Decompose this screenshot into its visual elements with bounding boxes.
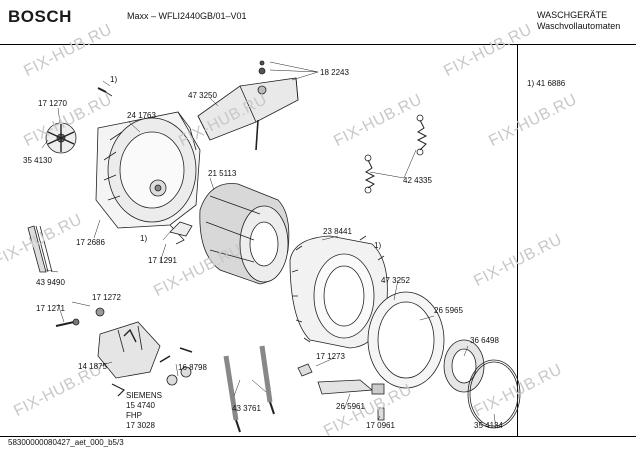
category-subheading: Waschvollautomaten xyxy=(537,21,621,31)
category-heading: WASCHGERÄTE xyxy=(537,10,608,20)
drive-belt xyxy=(27,225,53,273)
part-label: 17 0961 xyxy=(366,421,395,430)
part-label: 1) xyxy=(374,241,382,250)
part-label: 36 6498 xyxy=(470,336,499,345)
suspension-springs xyxy=(364,114,428,194)
part-label: 15 4740 xyxy=(126,401,155,410)
leader-lines xyxy=(41,61,497,429)
temperature-sensor xyxy=(377,407,385,421)
part-label: 17 2686 xyxy=(76,238,105,247)
part-label: 35 4130 xyxy=(23,156,52,165)
part-label: 18 2243 xyxy=(320,68,349,77)
part-label: 24 1763 xyxy=(127,111,156,120)
part-label: 23 8441 xyxy=(323,227,352,236)
bushings xyxy=(111,366,192,397)
footer-divider xyxy=(0,436,636,437)
footnote-note: 1) 41 6886 xyxy=(527,79,566,88)
fasteners xyxy=(55,307,193,363)
counterweight xyxy=(197,60,299,151)
clamp-ring xyxy=(467,359,521,429)
tub-rear-half xyxy=(95,111,201,245)
header-divider xyxy=(0,44,636,45)
part-label: 47 3252 xyxy=(381,276,410,285)
part-label: 42 4335 xyxy=(403,176,432,185)
heater xyxy=(317,379,385,395)
notes-divider xyxy=(517,45,518,436)
part-label: FHP xyxy=(126,411,142,420)
part-label: 17 1272 xyxy=(92,293,121,302)
part-label: 17 1291 xyxy=(148,256,177,265)
motor-mount xyxy=(97,321,161,379)
part-label: 17 1273 xyxy=(316,352,345,361)
part-label: 1) xyxy=(140,234,148,243)
tub-front-half xyxy=(289,235,388,349)
shock-absorbers xyxy=(223,345,275,433)
part-label: 43 9490 xyxy=(36,278,65,287)
brand-logo: BOSCH xyxy=(8,7,72,26)
door-seal xyxy=(367,291,485,393)
part-label: 43 3761 xyxy=(232,404,261,413)
part-label: 47 3250 xyxy=(188,91,217,100)
clip xyxy=(297,363,313,377)
part-label: 17 1271 xyxy=(36,304,65,313)
part-label: 1) xyxy=(110,75,118,84)
part-label: 14 1875 xyxy=(78,362,107,371)
bracket xyxy=(169,221,193,237)
part-label: 16 8798 xyxy=(178,363,207,372)
drum xyxy=(199,183,290,285)
part-label: 26 5961 xyxy=(336,402,365,411)
model-title: Maxx – WFLI2440GB/01–V01 xyxy=(127,11,247,21)
part-label: SIEMENS xyxy=(126,391,163,400)
part-label: 35 4134 xyxy=(474,421,503,430)
part-label: 26 5965 xyxy=(434,306,463,315)
part-label: 17 3028 xyxy=(126,421,155,430)
part-label: 21 5113 xyxy=(208,169,237,178)
screw xyxy=(97,87,113,97)
document-id: 58300000080427_aet_000_b5/3 xyxy=(8,438,124,447)
drum-spider xyxy=(45,122,77,154)
part-label: 17 1270 xyxy=(38,99,67,108)
